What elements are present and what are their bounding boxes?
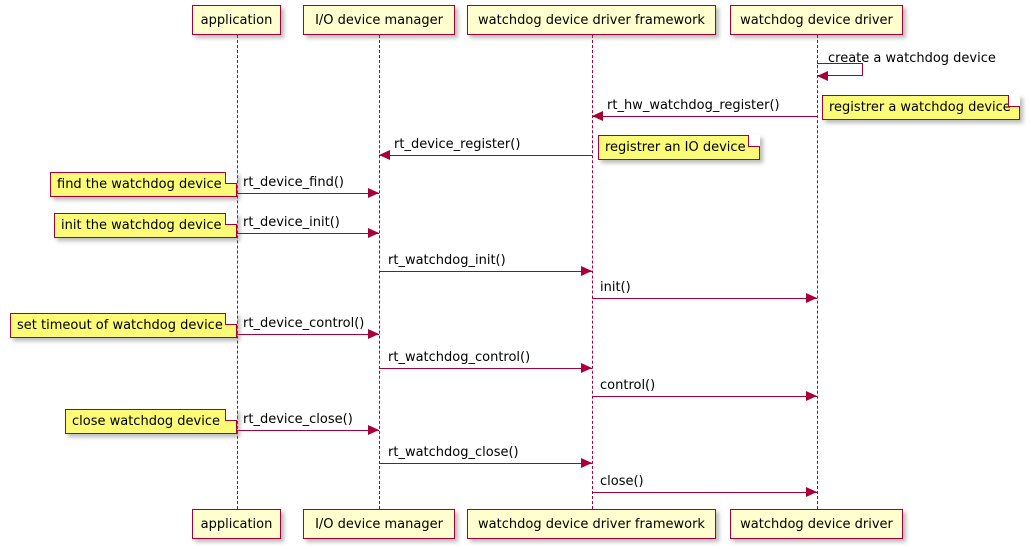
participant-label: watchdog device driver framework [478,516,705,532]
participant-footer-framework[interactable]: watchdog device driver framework [467,509,716,539]
participant-footer-io-manager[interactable]: I/O device manager [303,509,455,539]
message-line-rt-watchdog-init [379,271,592,272]
participant-footer-driver[interactable]: watchdog device driver [730,509,903,539]
note-label: set timeout of watchdog device [17,318,223,333]
note-registrer-an-io-device: registrer an IO device [598,135,760,160]
participant-footer-application[interactable]: application [192,509,281,539]
arrowhead-rt-device-register [379,150,390,160]
message-label-rt-device-control: rt_device_control() [243,316,365,331]
note-init-the-watchdog-device: init the watchdog device [54,213,237,238]
lifeline-driver [817,35,818,509]
message-label-rt-watchdog-close: rt_watchdog_close() [388,445,519,460]
self-message-loop-create-watchdog-device [817,63,863,76]
arrowhead-rt-watchdog-init [581,266,592,276]
message-label-rt-device-init: rt_device_init() [243,215,340,230]
message-line-control [592,396,817,397]
arrowhead-init [806,293,817,303]
arrowhead-rt-device-control [368,329,379,339]
note-find-the-watchdog-device: find the watchdog device [50,172,237,197]
participant-label: application [200,516,273,532]
message-line-init [592,298,817,299]
message-label-rt-device-find: rt_device_find() [243,175,344,190]
message-label-create-watchdog-device: create a watchdog device [828,51,996,66]
note-label: registrer an IO device [605,140,746,155]
note-label: close watchdog device [72,414,220,429]
note-registrer-a-watchdog-device: registrer a watchdog device [822,95,1020,120]
message-label-rt-hw-watchdog-register: rt_hw_watchdog_register() [607,98,780,113]
message-label-rt-watchdog-control: rt_watchdog_control() [388,350,531,365]
lifeline-framework [592,35,593,509]
message-line-rt-hw-watchdog-register [592,116,817,117]
participant-label: watchdog device driver [740,12,893,28]
arrowhead-rt-watchdog-close [581,458,592,468]
message-line-close [592,492,817,493]
participant-header-application[interactable]: application [192,5,281,35]
arrowhead-rt-hw-watchdog-register [592,111,603,121]
note-close-watchdog-device: close watchdog device [65,409,237,434]
arrowhead-rt-device-find [368,188,379,198]
participant-header-framework[interactable]: watchdog device driver framework [467,5,716,35]
arrowhead-control [806,391,817,401]
lifeline-application [237,35,238,509]
arrowhead-rt-device-init [368,228,379,238]
message-line-rt-device-register [379,155,592,156]
note-label: init the watchdog device [61,218,222,233]
message-line-rt-watchdog-control [379,368,592,369]
arrowhead-rt-watchdog-control [581,363,592,373]
note-set-timeout-of-watchdog-device: set timeout of watchdog device [10,313,237,338]
message-label-rt-device-register: rt_device_register() [394,137,521,152]
participant-header-driver[interactable]: watchdog device driver [730,5,903,35]
arrowhead-rt-device-close [368,425,379,435]
message-line-rt-device-init [237,233,379,234]
note-label: find the watchdog device [57,177,222,192]
arrowhead-close [806,487,817,497]
message-line-rt-device-close [237,430,379,431]
participant-header-io-manager[interactable]: I/O device manager [303,5,455,35]
participant-label: watchdog device driver [740,516,893,532]
note-label: registrer a watchdog device [829,100,1011,115]
lifeline-io-manager [379,35,380,509]
message-label-rt-device-close: rt_device_close() [243,412,353,427]
message-label-rt-watchdog-init: rt_watchdog_init() [388,253,506,268]
message-line-rt-device-find [237,193,379,194]
message-line-rt-device-control [237,334,379,335]
message-line-rt-watchdog-close [379,463,592,464]
arrowhead-create-watchdog-device [817,71,828,81]
participant-label: watchdog device driver framework [478,12,705,28]
participant-label: I/O device manager [315,516,443,532]
message-label-control: control() [600,378,656,393]
participant-label: application [200,12,273,28]
message-label-close: close() [600,474,644,489]
participant-label: I/O device manager [315,12,443,28]
message-label-init: init() [600,280,631,295]
